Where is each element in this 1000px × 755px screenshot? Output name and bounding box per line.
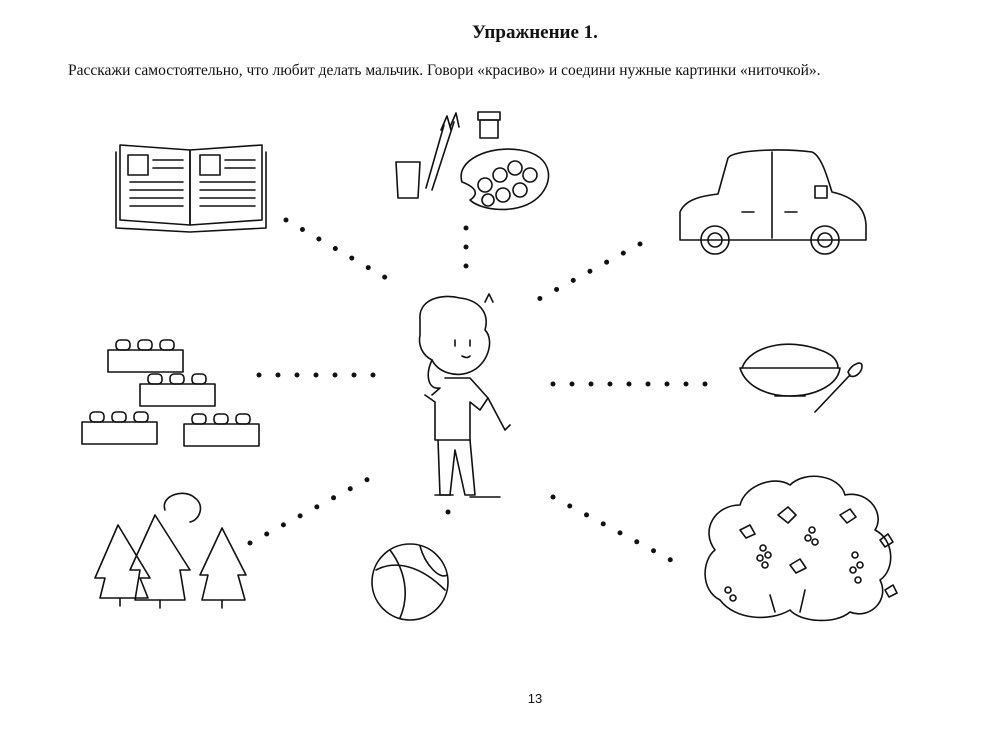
dotted-lines: [247, 217, 709, 569]
book-icon[interactable]: [115, 144, 267, 233]
dotted-line-car[interactable]: [525, 241, 643, 308]
exercise-instruction: Расскажи самостоятельно, что любит делат…: [68, 62, 821, 79]
bricks-icon[interactable]: [81, 339, 260, 447]
car-icon[interactable]: [679, 149, 867, 255]
boy-icon[interactable]: [418, 293, 511, 498]
page-number: 13: [527, 691, 543, 706]
dotted-line-bush[interactable]: [550, 494, 685, 569]
paints-icon[interactable]: [395, 111, 550, 211]
porridge-icon[interactable]: [739, 343, 863, 413]
forest-icon[interactable]: [94, 492, 247, 609]
dotted-line-forest[interactable]: [247, 474, 375, 546]
exercise-title: Упражнение 1.: [472, 22, 598, 43]
ball-icon[interactable]: [371, 543, 449, 621]
dotted-line-book[interactable]: [283, 217, 403, 289]
berry-bush-icon[interactable]: [704, 475, 898, 622]
